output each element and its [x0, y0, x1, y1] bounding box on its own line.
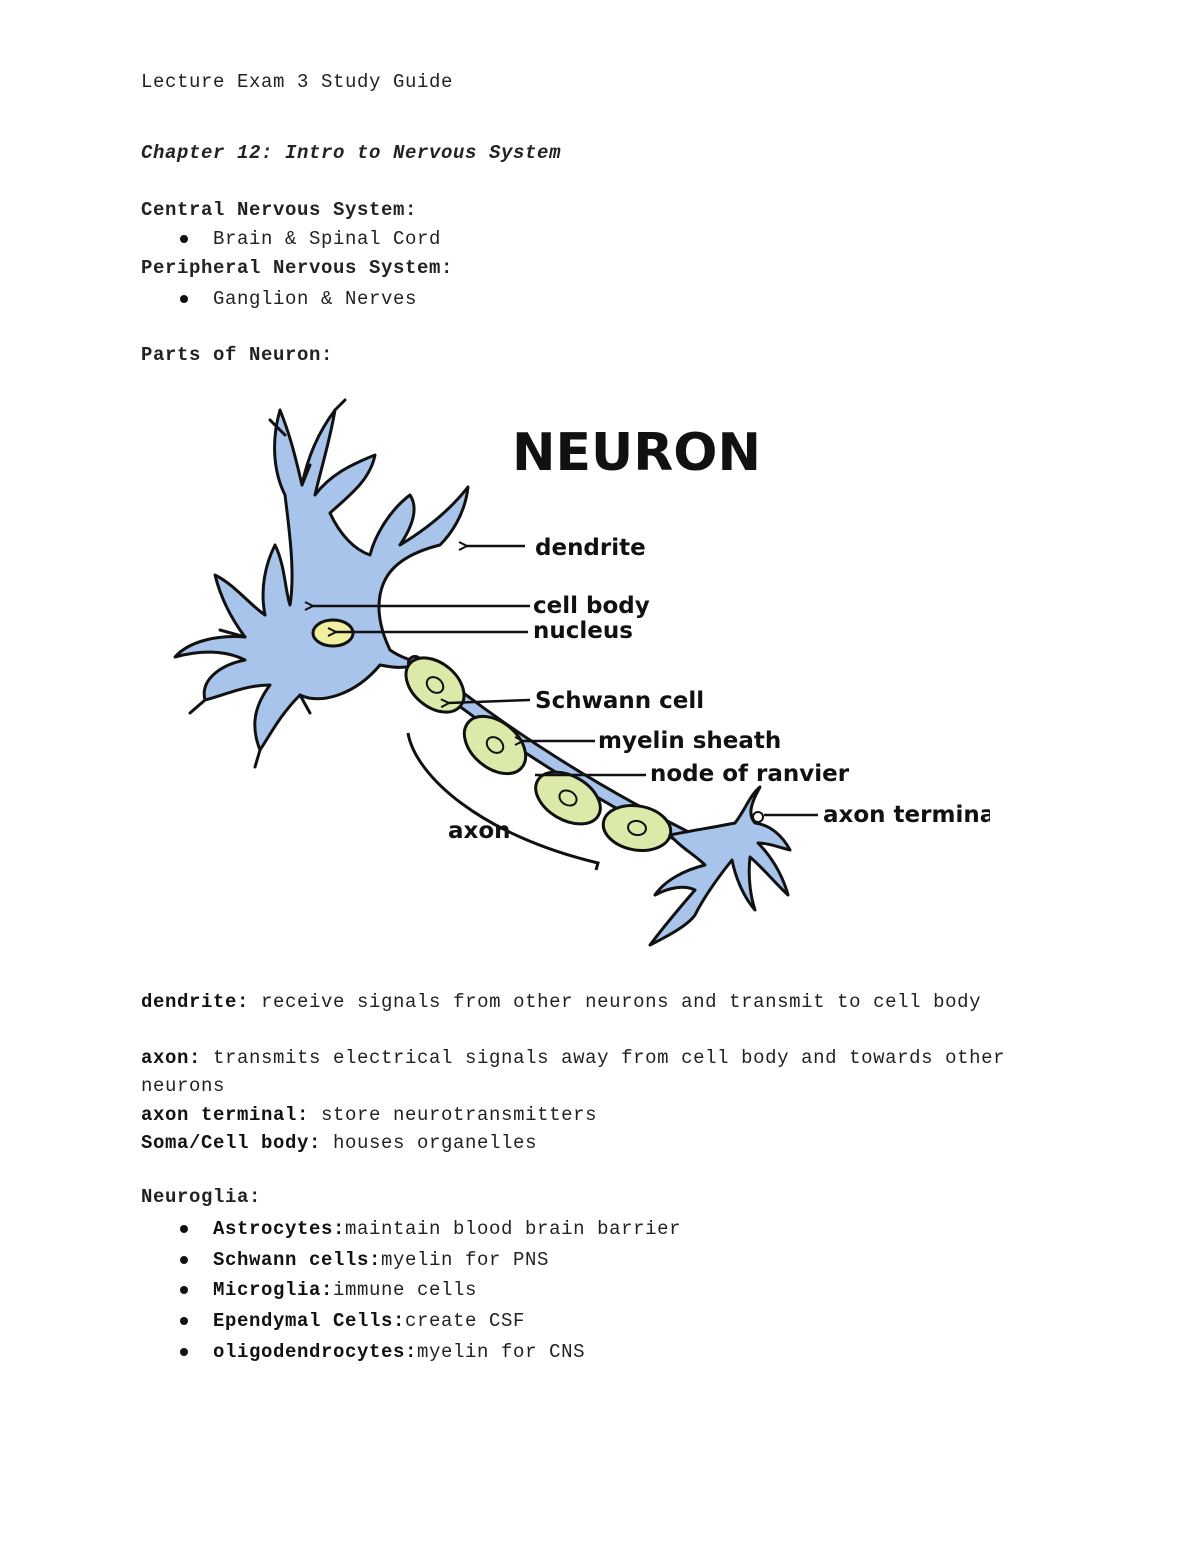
glia-term: Microglia: [213, 1279, 334, 1301]
definition-axon: axon: transmits electrical signals away … [141, 1044, 1041, 1100]
bullet-icon [180, 295, 188, 303]
definition-dendrite: dendrite: receive signals from other neu… [141, 988, 1041, 1016]
label-axon: axon [448, 818, 511, 844]
axon-bracket [406, 732, 600, 871]
list-item: Brain & Spinal Cord [178, 228, 441, 250]
list-item: Ependymal Cells: create CSF [178, 1310, 525, 1332]
glia-text: immune cells [333, 1279, 478, 1301]
list-item: Ganglion & Nerves [178, 288, 417, 310]
bullet-icon [180, 1348, 188, 1356]
document-title: Lecture Exam 3 Study Guide [141, 71, 454, 93]
label-cell-body: cell body [533, 593, 650, 619]
glia-term: oligodendrocytes: [213, 1341, 418, 1363]
definition-text: receive signals from other neurons and t… [249, 991, 982, 1013]
bullet-icon [180, 1317, 188, 1325]
glia-term: Schwann cells: [213, 1249, 382, 1271]
bullet-icon [180, 1286, 188, 1294]
axon-terminal-shape [648, 785, 792, 947]
definition-axon-terminal: axon terminal: store neurotransmitters [141, 1101, 1041, 1129]
cns-item: Brain & Spinal Cord [213, 228, 442, 250]
label-schwann-cell: Schwann cell [535, 688, 704, 714]
label-myelin-sheath: myelin sheath [598, 728, 781, 754]
definition-term: dendrite: [141, 991, 250, 1013]
neuron-diagram: NEURON dendrite cell body nucleus Schwan… [173, 398, 990, 947]
list-item: Schwann cells: myelin for PNS [178, 1249, 549, 1271]
definition-text: transmits electrical signals away from c… [141, 1047, 1006, 1097]
glia-text: maintain blood brain barrier [345, 1218, 682, 1240]
definition-soma: Soma/Cell body: houses organelles [141, 1129, 1041, 1157]
pns-heading: Peripheral Nervous System: [141, 257, 454, 279]
glia-term: Astrocytes: [213, 1218, 346, 1240]
label-nucleus: nucleus [533, 618, 633, 644]
definition-term: axon terminal: [141, 1104, 310, 1126]
cell-body-shape [173, 398, 470, 769]
definition-text: houses organelles [321, 1132, 538, 1154]
label-axon-terminal: axon terminal [823, 802, 990, 828]
myelin-sheath-shape [404, 656, 673, 852]
glia-term: Ependymal Cells: [213, 1310, 406, 1332]
bullet-icon [180, 235, 188, 243]
diagram-title: NEURON [512, 423, 761, 483]
glia-text: myelin for PNS [381, 1249, 550, 1271]
definition-text: store neurotransmitters [309, 1104, 598, 1126]
cns-heading: Central Nervous System: [141, 199, 418, 221]
label-node-of-ranvier: node of ranvier [650, 761, 850, 787]
label-dendrite: dendrite [535, 535, 646, 561]
list-item: Astrocytes: maintain blood brain barrier [178, 1218, 681, 1240]
list-item: oligodendrocytes: myelin for CNS [178, 1341, 585, 1363]
definition-term: Soma/Cell body: [141, 1132, 322, 1154]
pns-item: Ganglion & Nerves [213, 288, 418, 310]
list-item: Microglia: immune cells [178, 1279, 477, 1301]
parts-of-neuron-heading: Parts of Neuron: [141, 344, 334, 366]
definition-term: axon: [141, 1047, 202, 1069]
bullet-icon [180, 1256, 188, 1264]
glia-text: create CSF [405, 1310, 526, 1332]
neuroglia-heading: Neuroglia: [141, 1186, 262, 1208]
glia-text: myelin for CNS [417, 1341, 586, 1363]
bullet-icon [180, 1225, 188, 1233]
chapter-heading: Chapter 12: Intro to Nervous System [141, 142, 562, 164]
